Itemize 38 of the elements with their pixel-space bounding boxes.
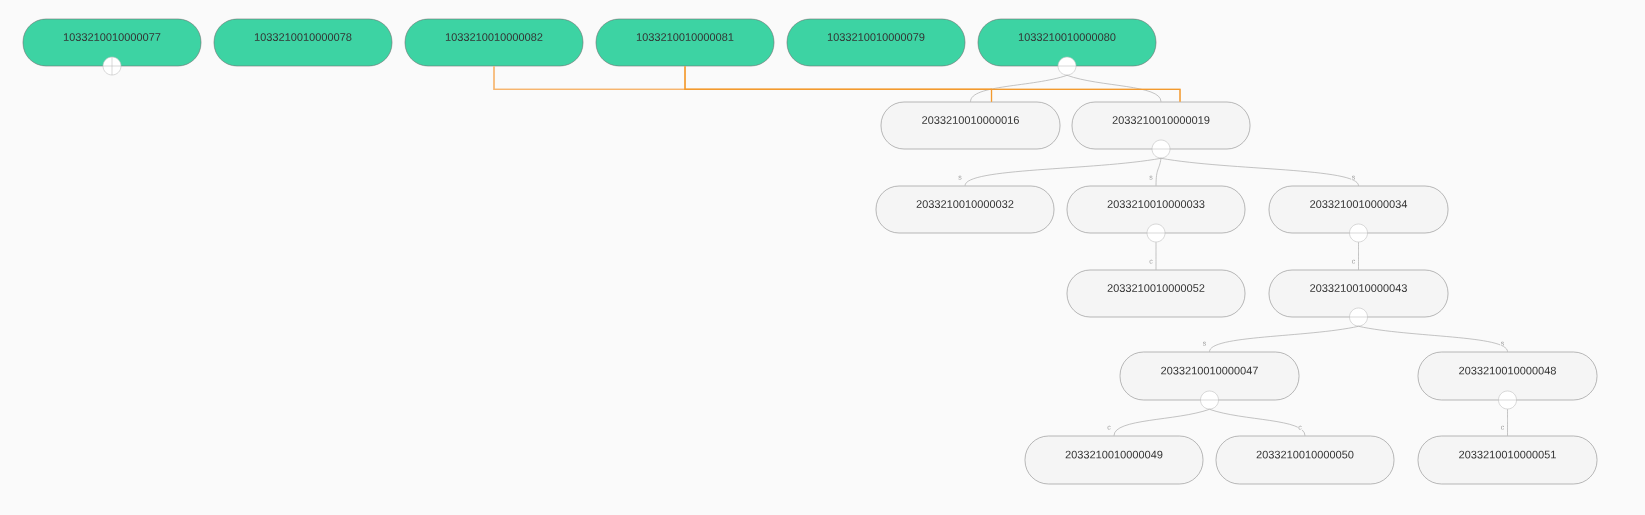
connector-line	[970, 74, 1068, 103]
collapse-toggle-circle	[1057, 56, 1077, 76]
pill-box: 2033210010000043	[1268, 269, 1449, 318]
collapse-toggle-circle	[1200, 390, 1219, 410]
pill-box: 2033210010000051	[1417, 435, 1598, 485]
connector-line	[1066, 74, 1162, 103]
pill-box: 2033210010000034	[1268, 185, 1449, 234]
root-pill-box: 1033210010000079	[786, 18, 966, 67]
connector-line	[1155, 157, 1162, 187]
pill-box: 2033210010000033	[1066, 185, 1246, 234]
collapse-toggle-circle	[1349, 307, 1368, 327]
pill-box: 2033210010000032	[875, 185, 1055, 234]
connector-line	[1507, 408, 1508, 437]
pill-box: 2033210010000016	[880, 101, 1061, 150]
connector-line	[1160, 157, 1359, 187]
connector-line	[1209, 408, 1306, 437]
connector-line	[684, 65, 1181, 103]
expand-toggle-circle	[102, 56, 122, 76]
pill-box: 2033210010000048	[1417, 351, 1598, 401]
pill-box: 2033210010000050	[1215, 435, 1395, 485]
connector-line	[1358, 241, 1359, 271]
connector-line	[1209, 325, 1359, 353]
connector-line	[1358, 325, 1508, 353]
pill-box: 2033210010000052	[1066, 269, 1246, 318]
connector-line	[1113, 408, 1210, 437]
collapse-toggle-circle	[1146, 223, 1166, 243]
pill-box: 2033210010000019	[1071, 101, 1251, 150]
collapse-toggle-circle	[1498, 390, 1517, 410]
collapse-toggle-circle	[1349, 223, 1368, 243]
root-pill-box: 1033210010000081	[595, 18, 775, 67]
pill-box: 2033210010000047	[1119, 351, 1300, 401]
collapse-toggle-circle	[1151, 139, 1171, 159]
pill-box: 2033210010000049	[1024, 435, 1204, 485]
root-pill-box: 1033210010000082	[404, 18, 584, 67]
root-pill-box: 1033210010000078	[213, 18, 393, 67]
connector-line	[964, 157, 1162, 187]
root-pill-box: 1033210010000077	[22, 18, 202, 67]
root-pill-box: 1033210010000080	[977, 18, 1157, 67]
